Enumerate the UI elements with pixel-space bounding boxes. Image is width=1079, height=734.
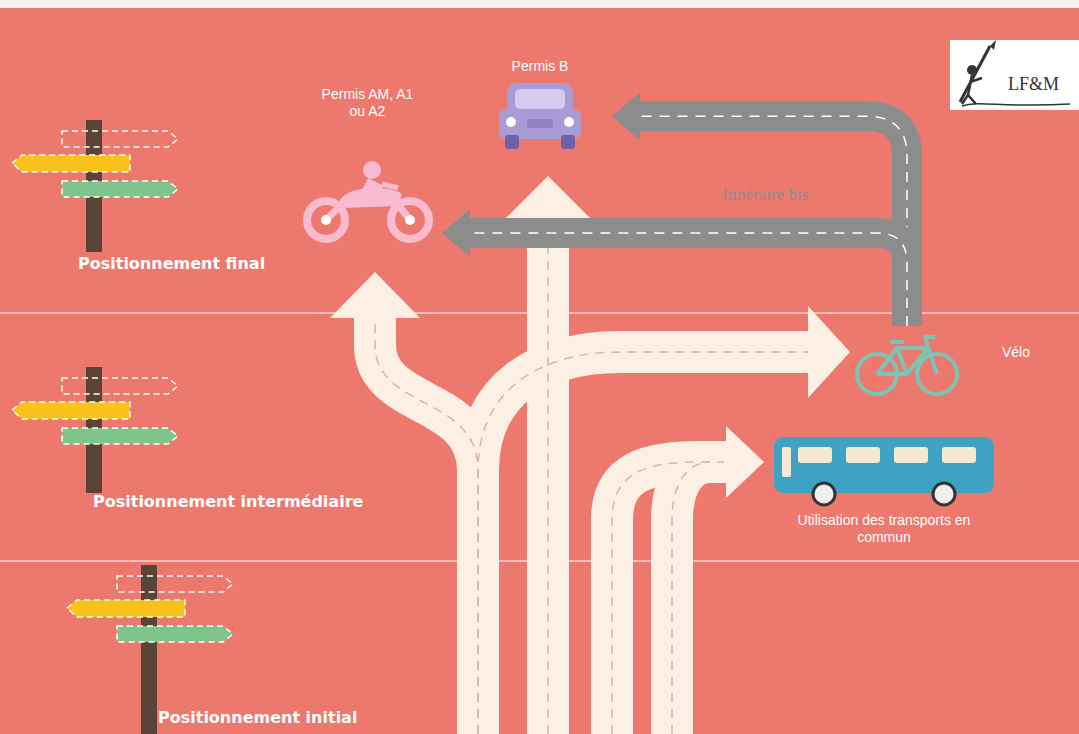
signpost: [12, 367, 178, 493]
bus-node: Utilisation des transports en commun: [768, 432, 1000, 546]
signpost: [12, 120, 178, 252]
cream-roads: [375, 205, 812, 734]
grey-road: [468, 233, 907, 326]
road-arrowhead: [612, 92, 640, 140]
motorcycle-node: Permis AM, A1 ou A2: [295, 86, 440, 245]
road-centerline: [468, 233, 907, 326]
node-label: Permis B: [512, 58, 569, 75]
car-icon-wrap: [495, 77, 585, 152]
bicycle-icon: [852, 328, 962, 398]
logo-text: LF&M: [1008, 74, 1059, 94]
bicycle-node: Vélo: [852, 328, 1062, 398]
road-arrowhead: [442, 209, 470, 257]
node-label: Vélo: [1002, 344, 1030, 361]
road-connector: [612, 92, 907, 326]
bike-icon-wrap: [852, 328, 962, 398]
car-icon: [495, 77, 585, 152]
logo: [950, 40, 1079, 110]
edge-label: Itinéraire bis: [722, 185, 808, 205]
top-edge: [0, 0, 1079, 8]
car-node: Permis B: [470, 58, 610, 152]
level-label: Positionnement final: [78, 254, 265, 274]
bus-icon: [774, 432, 994, 508]
node-label: Utilisation des transports en commun: [770, 512, 998, 546]
motorcycle-icon: [298, 160, 438, 245]
level-label: Positionnement intermédiaire: [93, 492, 363, 512]
road-connector: [442, 209, 907, 326]
road-centerlines: [375, 215, 808, 734]
node-label: Permis AM, A1 ou A2: [318, 86, 418, 120]
moto-icon-wrap: [298, 160, 438, 245]
bus-icon-wrap: [774, 432, 994, 508]
level-label: Positionnement initial: [158, 708, 357, 728]
